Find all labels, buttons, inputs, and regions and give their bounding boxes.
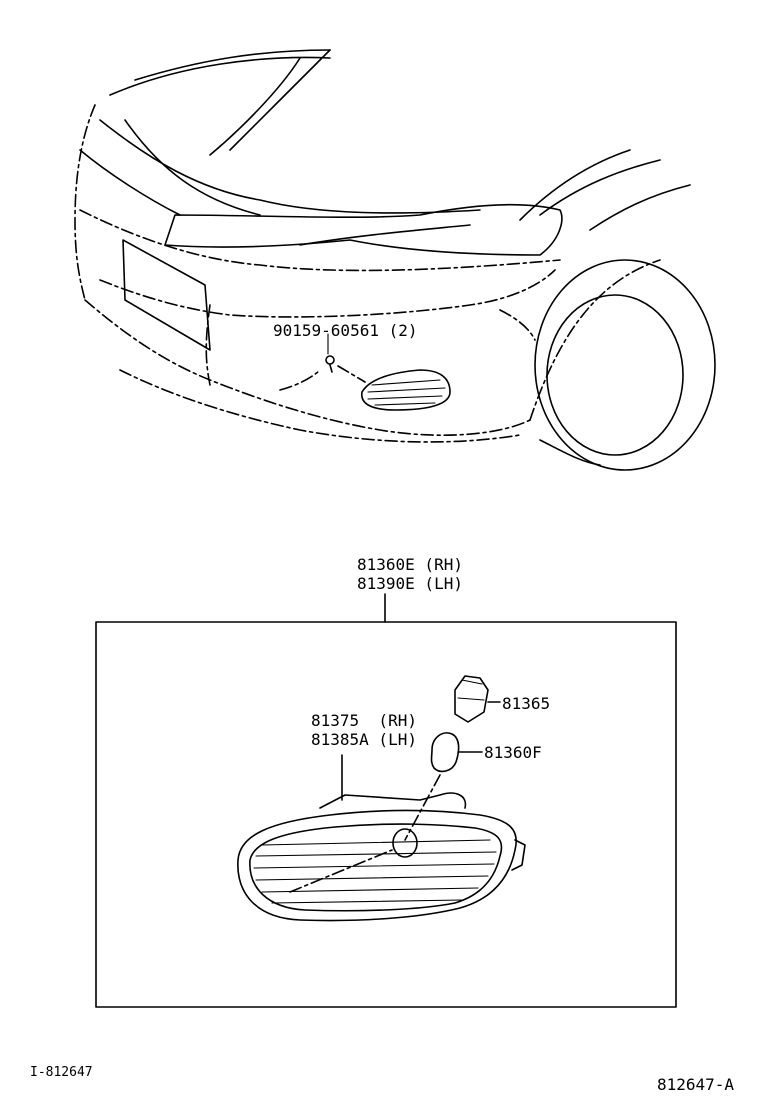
footer-left-code: I-812647 (30, 1065, 93, 1080)
turn-lamp-on-car (361, 369, 451, 411)
bolt-icon (325, 355, 366, 383)
assembly-frame (95, 593, 677, 1008)
car-front-illustration (74, 49, 716, 471)
bulb-icon (404, 732, 483, 841)
lens-lh-part-number: 81385A (LH) (311, 730, 417, 749)
lamp-lens-illustration (237, 754, 526, 922)
bulb-socket-icon (454, 675, 501, 723)
assembly-rh-part-number: 81360E (RH) (357, 555, 463, 574)
assembly-lh-part-number: 81390E (LH) (357, 574, 463, 593)
lens-rh-part-number: 81375 (RH) (311, 711, 417, 730)
footer-right-code: 812647-A (657, 1075, 734, 1094)
bolt-part-number: 90159-60561 (2) (273, 321, 418, 340)
socket-part-number: 81365 (502, 694, 550, 713)
bulb-part-number: 81360F (484, 743, 542, 762)
